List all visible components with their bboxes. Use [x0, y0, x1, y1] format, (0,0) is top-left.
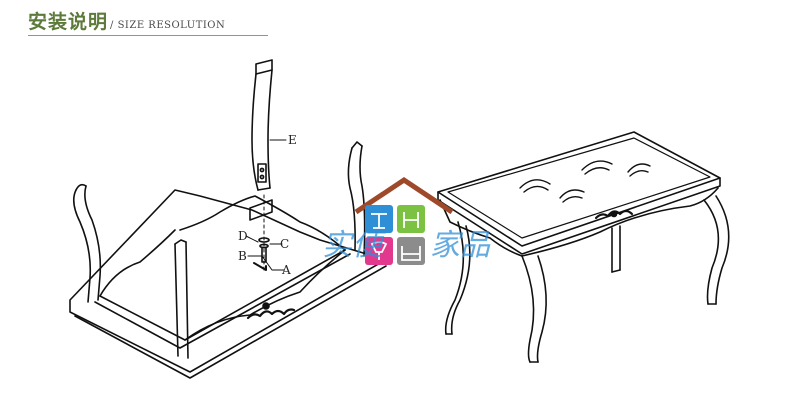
part-label-a: A	[281, 263, 291, 277]
section-header: 安装说明 / SIZE RESOLUTION	[28, 6, 225, 34]
brand-watermark: 实便 家品	[322, 176, 491, 265]
inverted-table-drawing	[69, 141, 387, 379]
detached-leg-drawing	[251, 59, 287, 191]
part-label-c: C	[280, 237, 289, 251]
glass-top-decorations	[519, 160, 651, 203]
hardware-stack	[245, 194, 285, 271]
part-label-b: B	[238, 249, 247, 263]
header-divider	[28, 35, 268, 36]
assembled-table-drawing	[437, 131, 730, 363]
chair-icon	[397, 205, 425, 233]
part-label-d: D	[238, 229, 248, 243]
section-title: 安装说明	[28, 11, 109, 33]
section-subtitle: / SIZE RESOLUTION	[110, 20, 226, 31]
sofa-icon	[397, 237, 425, 265]
part-label-e: E	[288, 133, 297, 147]
brand-text-right: 家品	[430, 228, 491, 263]
brand-text-left: 实便	[322, 228, 387, 263]
roof-icon	[354, 176, 454, 215]
